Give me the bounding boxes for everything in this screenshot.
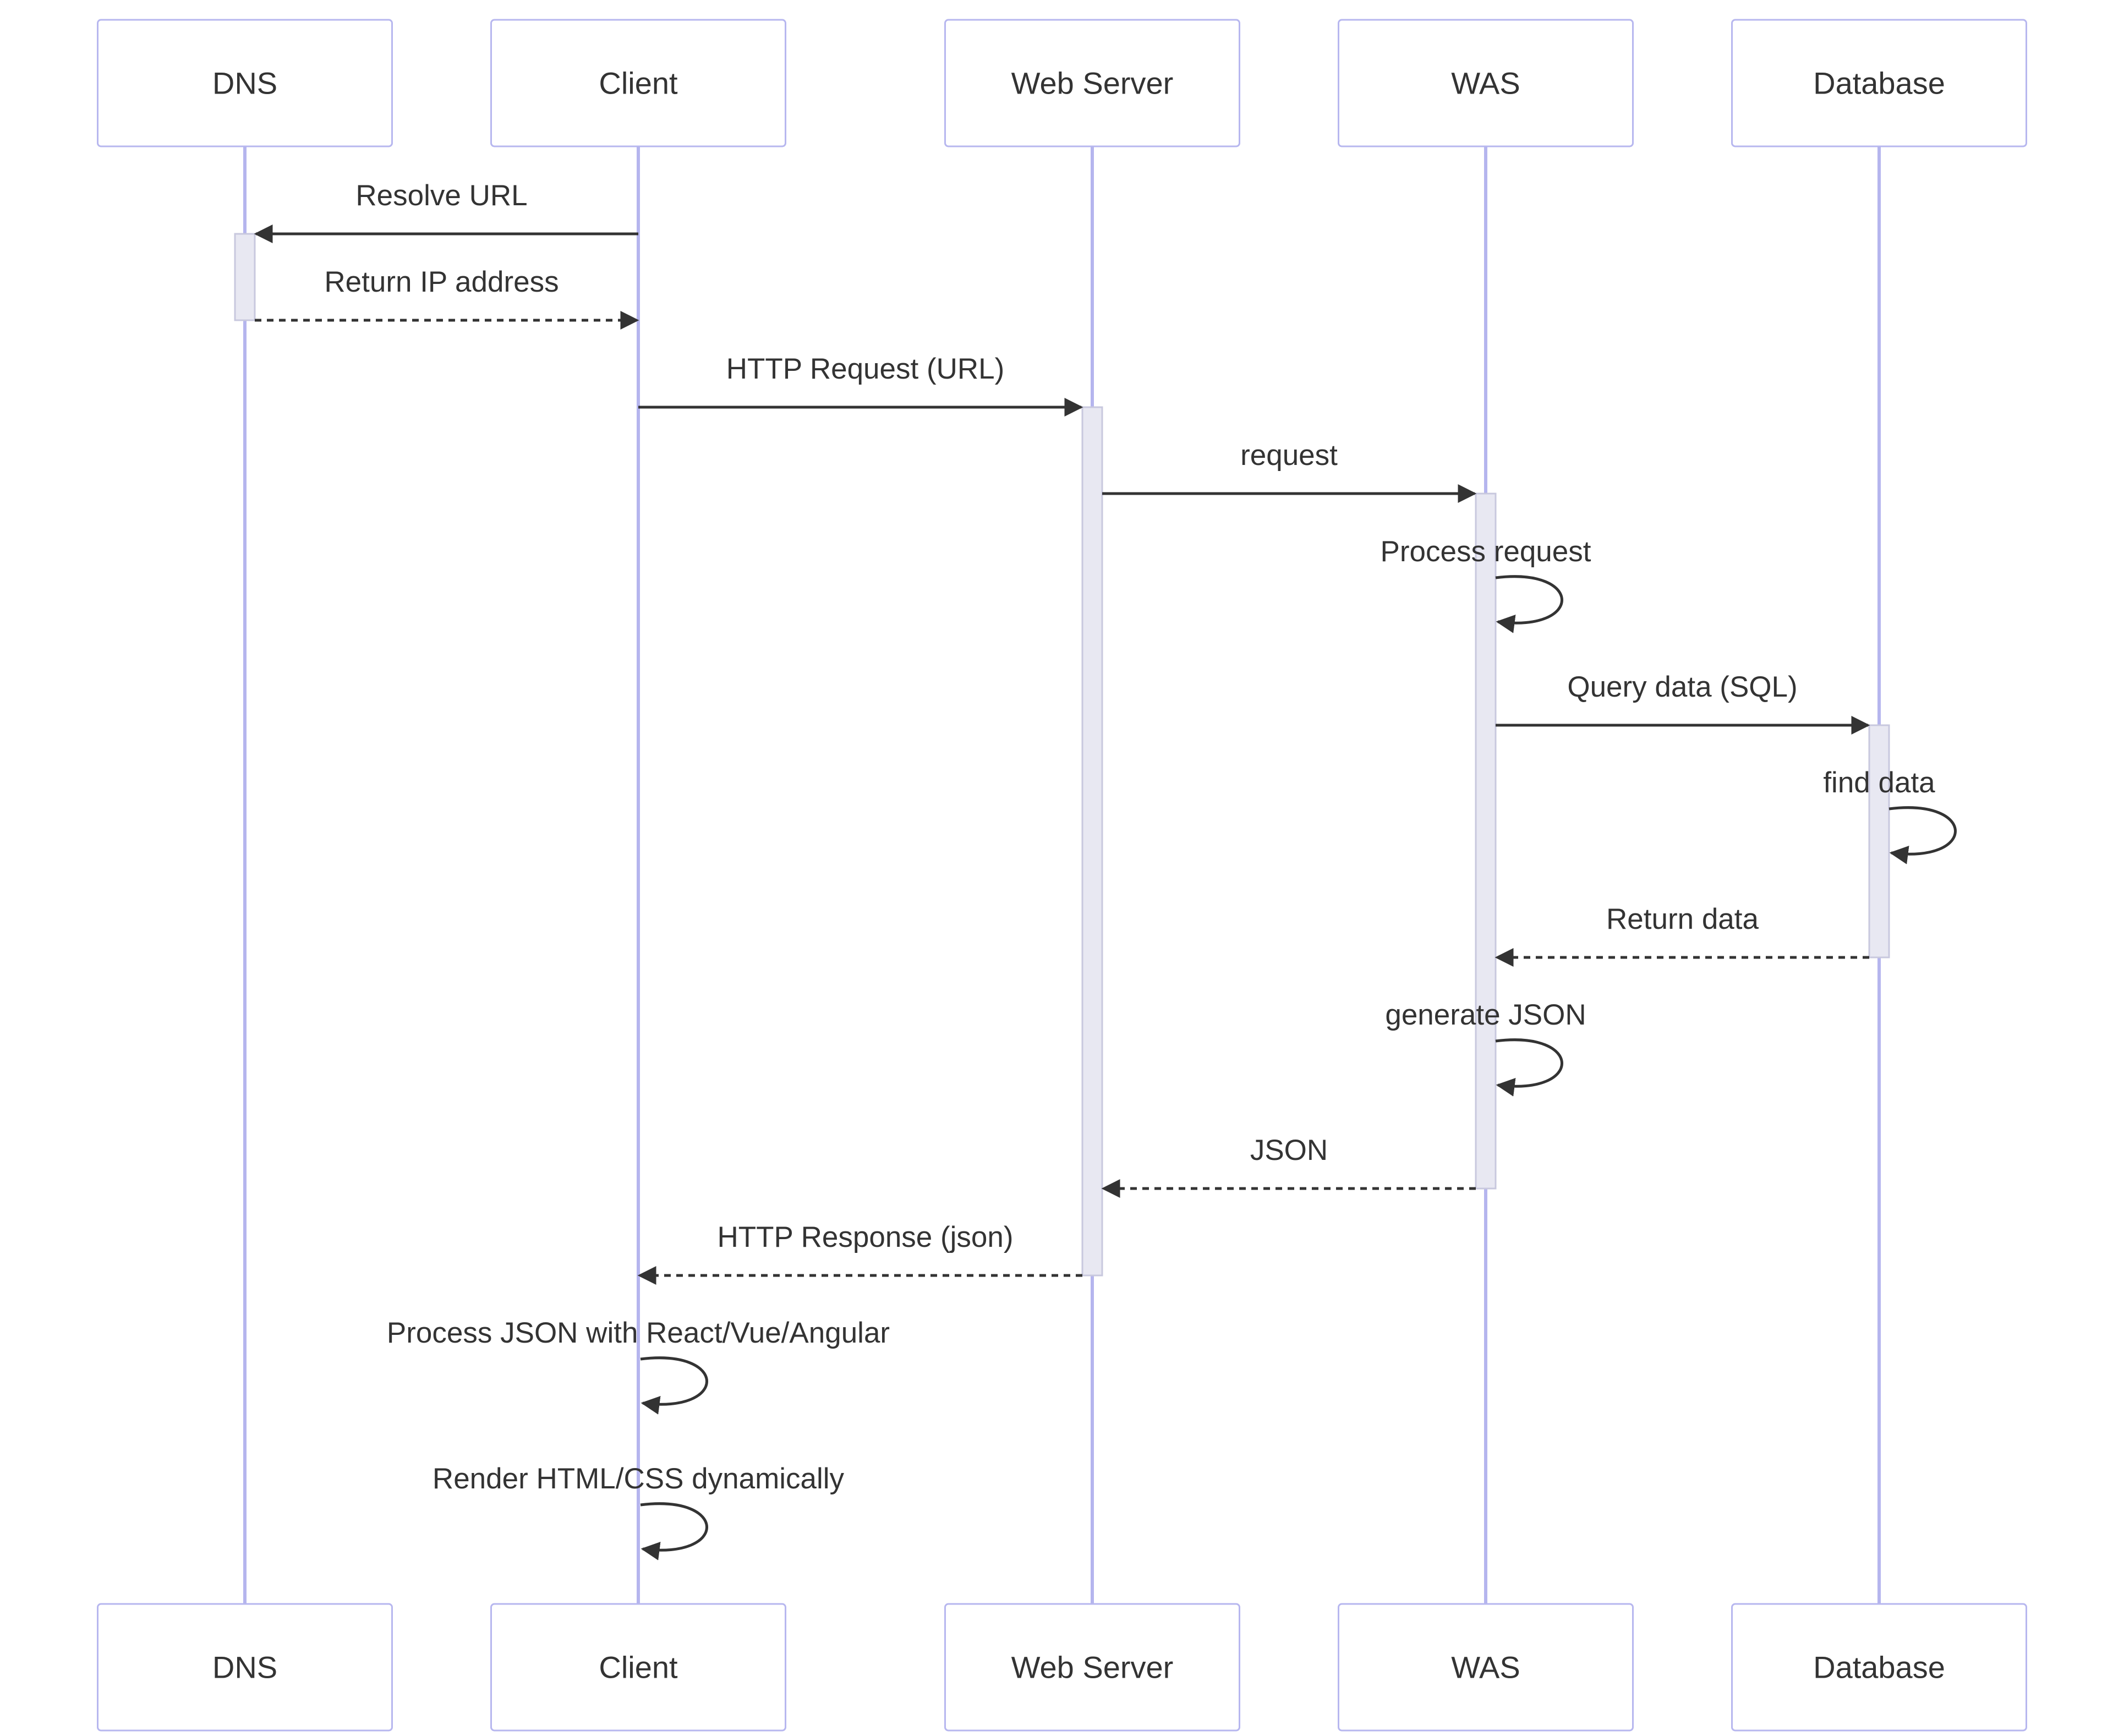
actor-webserver-bottom: Web Server <box>944 1603 1240 1732</box>
message-label: HTTP Request (URL) <box>726 353 1005 385</box>
actor-was-top: WAS <box>1338 19 1634 147</box>
message-label: generate JSON <box>1385 999 1586 1031</box>
actor-label: WAS <box>1451 66 1520 101</box>
actor-label: Web Server <box>1011 66 1174 101</box>
actor-was-bottom: WAS <box>1338 1603 1634 1732</box>
actor-database-bottom: Database <box>1731 1603 2027 1732</box>
message-request: request <box>1102 439 1477 503</box>
message-process-request: Process request <box>1381 535 1591 633</box>
message-label: Process JSON with React/Vue/Angular <box>387 1317 890 1349</box>
message-label: Process request <box>1381 535 1591 568</box>
actor-label: Client <box>599 66 678 101</box>
activation-webserver <box>1081 406 1103 1277</box>
actors-top: DNS Client Web Server WAS Database <box>97 19 2027 147</box>
actor-label: Client <box>599 1650 678 1685</box>
activation-bars <box>234 233 1890 1277</box>
message-label: Render HTML/CSS dynamically <box>433 1463 845 1495</box>
actor-label: WAS <box>1451 1650 1520 1685</box>
self-loop-arrow <box>640 1356 708 1415</box>
message-label: find data <box>1823 766 1935 799</box>
actor-dns-bottom: DNS <box>97 1603 393 1732</box>
message-label: HTTP Response (json) <box>717 1221 1013 1253</box>
lifelines <box>243 146 1881 1604</box>
actor-label: DNS <box>212 66 277 101</box>
actor-label: Web Server <box>1011 1650 1174 1685</box>
message-resolve-url: Resolve URL <box>254 179 638 243</box>
message-label: Return data <box>1606 903 1759 935</box>
self-loop-arrow <box>1888 806 1957 864</box>
message-http-response-json: HTTP Response (json) <box>637 1221 1082 1285</box>
message-find-data: find data <box>1823 766 1957 864</box>
message-http-request-url: HTTP Request (URL) <box>638 353 1083 417</box>
self-loop-arrow <box>1495 575 1563 633</box>
message-label: Resolve URL <box>355 179 527 212</box>
message-label: Query data (SQL) <box>1567 671 1797 703</box>
message-generate-json: generate JSON <box>1385 999 1586 1097</box>
message-label: JSON <box>1250 1134 1328 1167</box>
actor-dns-top: DNS <box>97 19 393 147</box>
actors-bottom: DNS Client Web Server WAS Database <box>97 1603 2027 1732</box>
actor-client-top: Client <box>490 19 786 147</box>
message-process-json-with-react-vue-angular: Process JSON with React/Vue/Angular <box>387 1317 890 1415</box>
message-render-html-css-dynamically: Render HTML/CSS dynamically <box>433 1463 845 1560</box>
actor-client-bottom: Client <box>490 1603 786 1732</box>
actor-label: Database <box>1813 66 1945 101</box>
message-query-data-sql: Query data (SQL) <box>1496 671 1870 735</box>
actor-label: Database <box>1813 1650 1945 1685</box>
actor-webserver-top: Web Server <box>944 19 1240 147</box>
self-loop-arrow <box>640 1502 708 1560</box>
message-label: request <box>1240 439 1338 472</box>
self-loop-arrow <box>1495 1038 1563 1097</box>
message-json: JSON <box>1101 1134 1476 1198</box>
actor-label: DNS <box>212 1650 277 1685</box>
message-return-ip-address: Return IP address <box>255 266 639 330</box>
message-label: Return IP address <box>324 266 559 298</box>
actor-database-top: Database <box>1731 19 2027 147</box>
activation-dns <box>234 233 256 321</box>
activation-was <box>1475 492 1497 1190</box>
message-return-data: Return data <box>1495 903 1869 967</box>
activation-database <box>1868 724 1890 959</box>
